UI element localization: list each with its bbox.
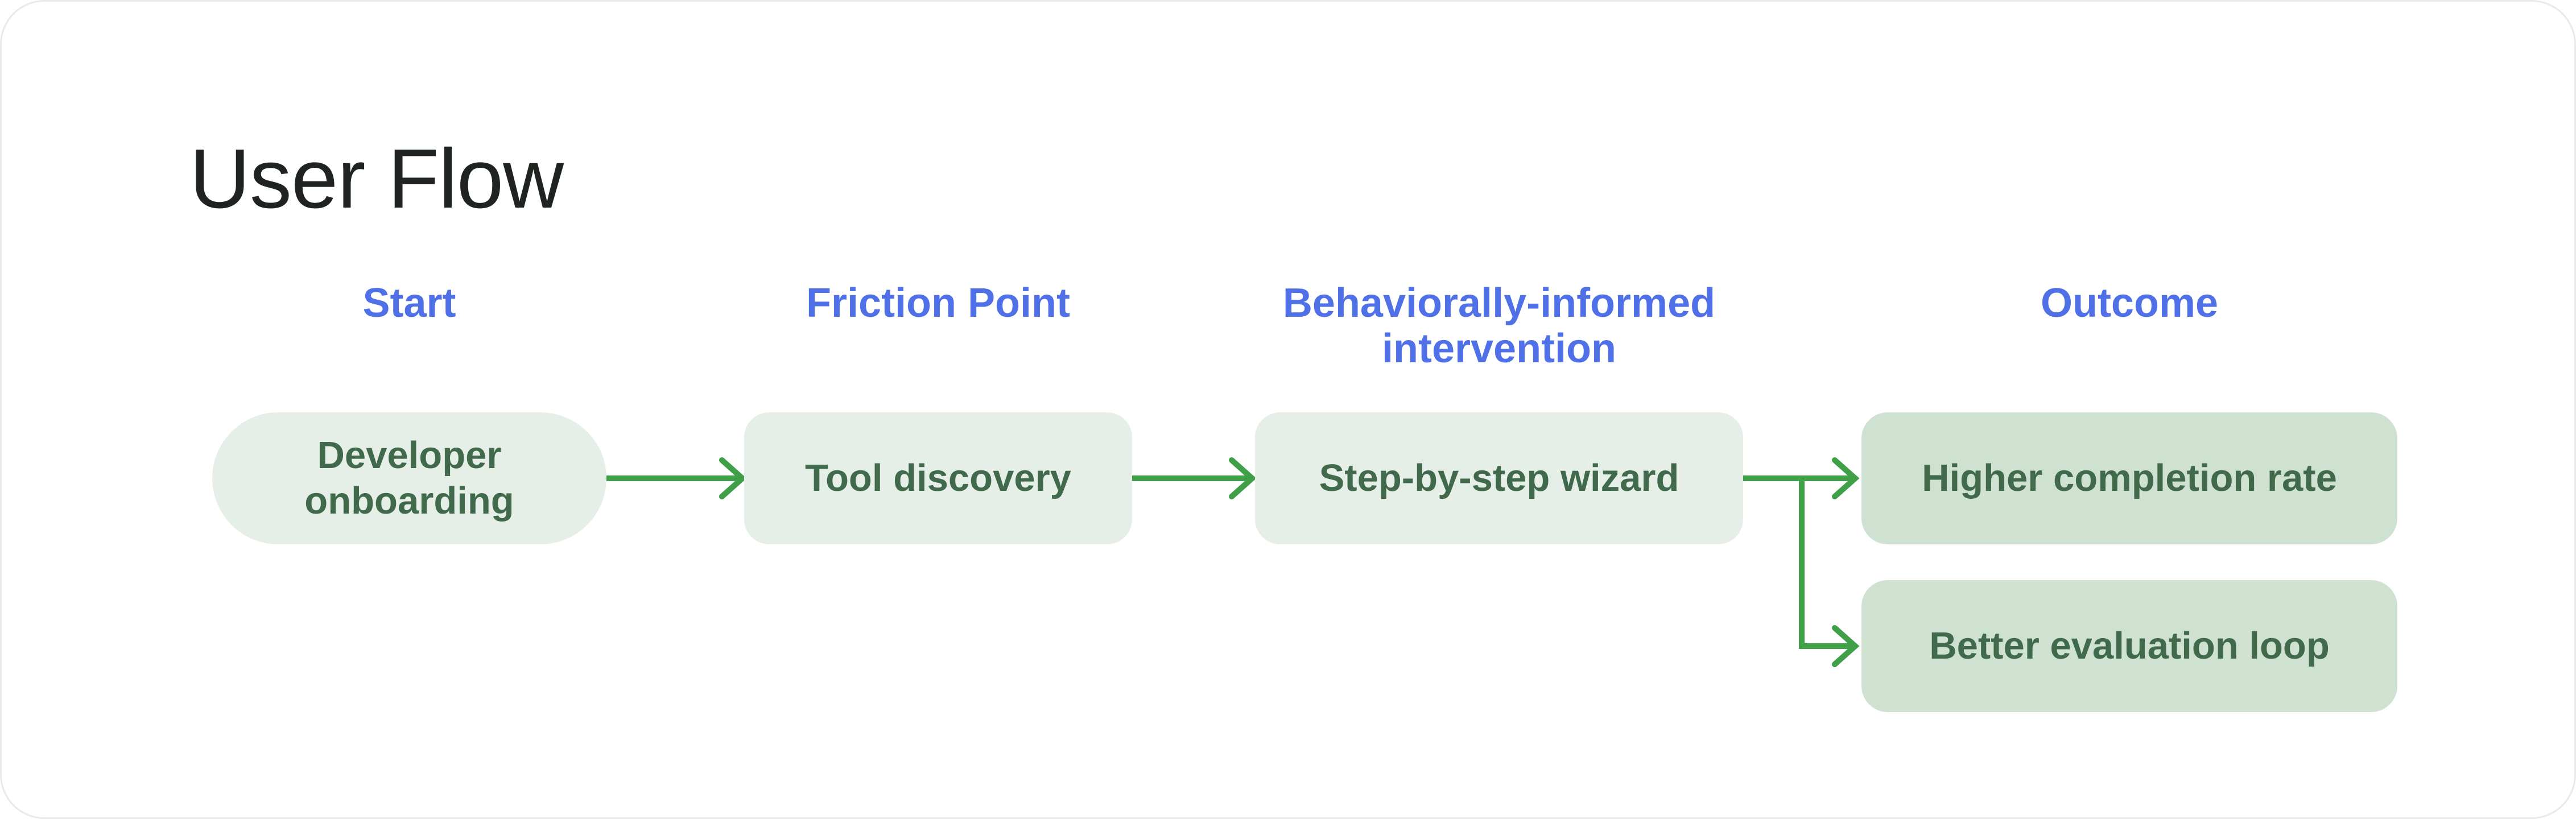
node-higher-completion-rate: Higher completion rate bbox=[1861, 412, 2397, 544]
node-tool-discovery: Tool discovery bbox=[744, 412, 1132, 544]
column-header-start: Start bbox=[362, 280, 456, 326]
page-title: User Flow bbox=[189, 132, 564, 226]
arrow-wizard-to-better-evaluation bbox=[1799, 475, 1860, 667]
arrow-tool-discovery-to-wizard bbox=[1128, 457, 1257, 499]
node-label: Tool discovery bbox=[805, 457, 1071, 499]
column-header-behaviorally-informed-intervention: Behaviorally-informed intervention bbox=[1282, 280, 1716, 371]
node-better-evaluation-loop: Better evaluation loop bbox=[1861, 580, 2397, 712]
node-developer-onboarding: Developer onboarding bbox=[212, 412, 606, 544]
node-step-by-step-wizard: Step-by-step wizard bbox=[1255, 412, 1743, 544]
column-header-friction-point: Friction Point bbox=[806, 280, 1070, 326]
arrow-onboarding-to-tool-discovery bbox=[602, 457, 747, 499]
column-header-outcome: Outcome bbox=[2040, 280, 2219, 326]
node-label: Higher completion rate bbox=[1922, 457, 2337, 499]
node-label: Better evaluation loop bbox=[1929, 624, 2330, 667]
node-label: Step-by-step wizard bbox=[1319, 457, 1679, 499]
node-label: Developer onboarding bbox=[304, 434, 514, 522]
arrow-wizard-to-higher-completion bbox=[1739, 457, 1860, 499]
